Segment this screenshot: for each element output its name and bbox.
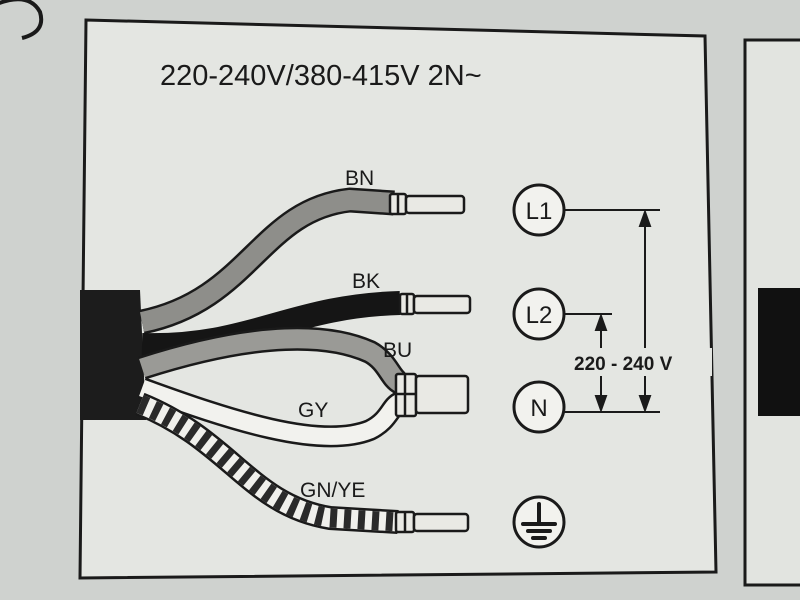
terminal-l2: L2 <box>512 287 566 341</box>
voltage-title: 220-240V/380-415V 2N~ <box>160 60 482 92</box>
wire-label-earth: GN/YE <box>300 479 365 502</box>
terminal-n: N <box>512 380 566 434</box>
connector-ferrules <box>388 192 472 534</box>
wire-label-grey: GY <box>298 399 328 422</box>
terminal-l1: L1 <box>512 183 566 237</box>
terminal-n-label: N <box>530 395 547 422</box>
terminal-l2-label: L2 <box>526 302 553 329</box>
blue-wire <box>138 326 407 394</box>
earth-wire <box>135 392 399 534</box>
wire-label-brown: BN <box>345 167 374 190</box>
terminal-earth <box>512 495 566 549</box>
wire-label-blue: BU <box>383 339 412 362</box>
terminal-l1-label: L1 <box>526 198 553 225</box>
voltage-label: 220 - 240 V <box>574 354 673 375</box>
grey-wire <box>138 377 406 448</box>
wire-label-black: BK <box>352 270 380 293</box>
earth-symbol-icon <box>521 502 557 540</box>
partial-figure-number <box>0 0 44 40</box>
cable-sheath <box>80 290 146 420</box>
brown-wire <box>139 187 395 335</box>
adjacent-panel <box>743 38 800 587</box>
black-wire <box>141 291 401 358</box>
voltage-label-backing <box>566 348 712 376</box>
